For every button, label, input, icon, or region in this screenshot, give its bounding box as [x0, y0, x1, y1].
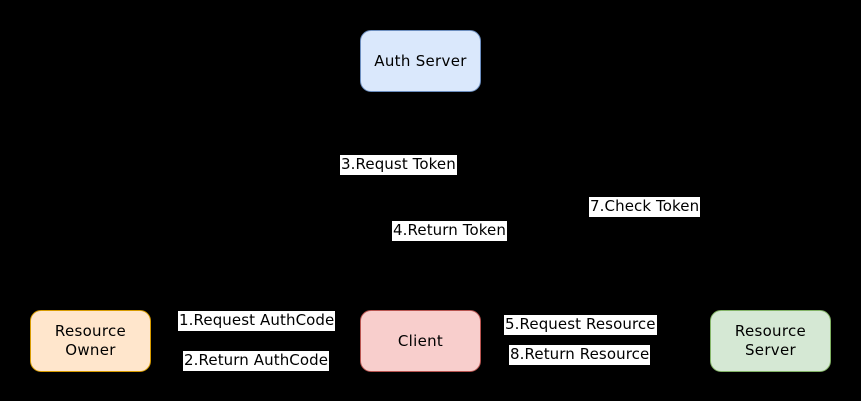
node-resource-server[interactable]: Resource Server	[710, 310, 831, 372]
edge-label-step-2[interactable]: 2.Return AuthCode	[183, 351, 330, 371]
edge-label-step-1[interactable]: 1.Request AuthCode	[178, 311, 336, 331]
edge-label-step-7[interactable]: 7.Check Token	[589, 197, 701, 217]
node-resource-owner[interactable]: Resource Owner	[30, 310, 151, 372]
node-auth-server[interactable]: Auth Server	[360, 30, 481, 92]
node-client[interactable]: Client	[360, 310, 481, 372]
edge-label-step-4[interactable]: 4.Return Token	[392, 221, 507, 241]
edge-label-step-8[interactable]: 8.Return Resource	[509, 345, 651, 365]
edge-label-step-5[interactable]: 5.Request Resource	[504, 315, 657, 335]
edge-label-step-3[interactable]: 3.Requst Token	[340, 155, 457, 175]
